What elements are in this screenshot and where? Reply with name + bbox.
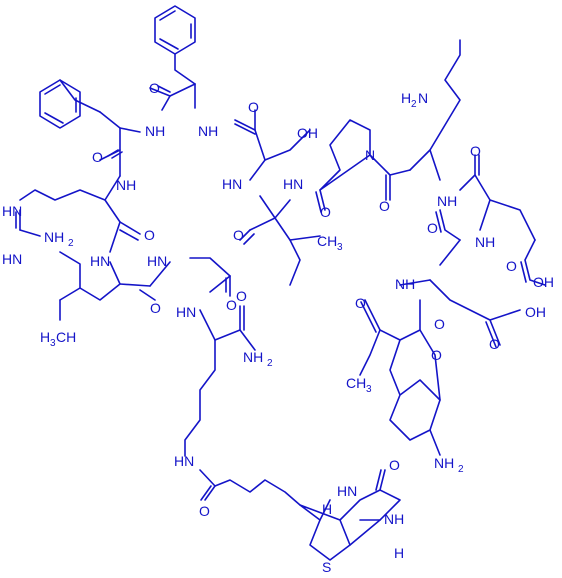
- label-h2n-lys2: H: [401, 90, 411, 106]
- label-nh-glu1: NH: [475, 234, 495, 250]
- label-o-coum2: O: [434, 316, 445, 332]
- label-nh-phe2: NH: [198, 123, 218, 139]
- label-o-glu1b: O: [506, 258, 517, 274]
- label-h3c-leu: H: [40, 329, 50, 345]
- label-nh-lys2: NH: [437, 193, 457, 209]
- label-o-phe1: O: [92, 149, 103, 165]
- label-nh2-guan-sub: 2: [68, 238, 74, 249]
- bond-lines: [15, 5, 546, 561]
- label-h3c-leu-sub: 3: [50, 338, 56, 349]
- label-o-pro: O: [320, 204, 331, 220]
- label-h2n-lys2-n: N: [418, 90, 428, 106]
- label-n-pro: N: [365, 147, 375, 163]
- label-nh2-coum-sub: 2: [458, 464, 464, 475]
- label-o-phe2: O: [149, 80, 160, 96]
- label-hn-gly: HN: [147, 253, 167, 269]
- label-ch3-ile: CH: [317, 233, 337, 249]
- label-ch3-coum-sub: 3: [366, 384, 372, 395]
- label-h-biotin2: H: [394, 545, 404, 561]
- label-s-biotin: S: [322, 559, 331, 575]
- label-hn-biotin: HN: [337, 483, 357, 499]
- label-o-arg: O: [144, 227, 155, 243]
- label-nh-biotin: NH: [384, 511, 404, 527]
- label-o-ser: O: [248, 99, 259, 115]
- label-nh2-coum: NH: [434, 455, 454, 471]
- label-o-coum-ring: O: [431, 347, 442, 363]
- label-hn-lys: HN: [176, 304, 196, 320]
- label-o-gly: O: [226, 297, 237, 313]
- label-hn-guan: HN: [2, 203, 22, 219]
- label-hn-ile: HN: [283, 176, 303, 192]
- label-nh-glu2: NH: [395, 276, 415, 292]
- label-h2n-lys2-sub: 2: [411, 99, 417, 110]
- label-o-glu1: O: [470, 143, 481, 159]
- label-o-lys2: O: [379, 198, 390, 214]
- label-nh2-guan: NH: [44, 229, 64, 245]
- label-hn-ser: HN: [222, 176, 242, 192]
- label-nh-arg: NH: [116, 177, 136, 193]
- label-o-glu2b: O: [489, 336, 500, 352]
- label-nh-phe1: NH: [145, 123, 165, 139]
- label-ch3-coum: CH: [346, 375, 366, 391]
- label-nh2-lys-sub: 2: [267, 358, 273, 369]
- label-nh2-lys: NH: [243, 349, 263, 365]
- label-h3c-leu-c: CH: [56, 329, 76, 345]
- label-o-ile: O: [233, 227, 244, 243]
- label-o-biotin-link: O: [199, 503, 210, 519]
- label-hn-biotin-link: HN: [174, 453, 194, 469]
- label-ch3-ile-sub: 3: [337, 242, 343, 253]
- label-o-biotin: O: [389, 457, 400, 473]
- label-o-glu2: O: [427, 220, 438, 236]
- label-h-biotin1: H: [322, 501, 332, 517]
- label-o-coum: O: [355, 295, 366, 311]
- label-oh-glu1: OH: [533, 274, 554, 290]
- label-hn-leu: HN: [90, 253, 110, 269]
- label-oh-glu2: OH: [525, 304, 546, 320]
- label-o-lys: O: [236, 288, 247, 304]
- label-o-leu: O: [150, 300, 161, 316]
- atom-labels: NH NH O O OH O NH HN NH 2 HN O HN HN O O…: [2, 80, 554, 575]
- label-oh-ser: OH: [297, 125, 318, 141]
- label-hn-guan2: HN: [2, 251, 22, 267]
